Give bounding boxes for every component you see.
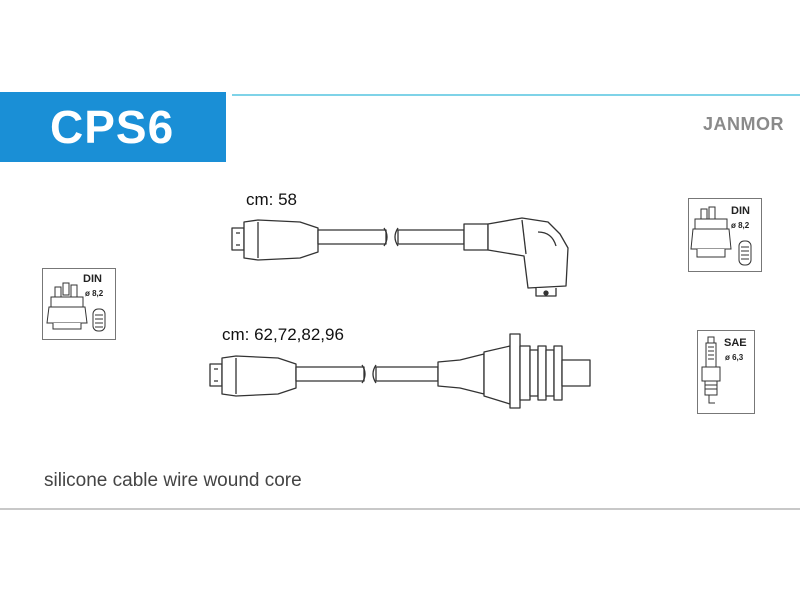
product-code-banner [0, 92, 226, 162]
cable-1-wire-left [317, 229, 387, 245]
brand-name: JANMOR [702, 114, 784, 134]
cable-2-length-label: cm: 62,72,82,96 [222, 325, 344, 344]
footer-divider [0, 508, 800, 510]
cable-2-boot-body [483, 345, 511, 405]
distributor-cap-icon [54, 286, 62, 298]
cable-2-terminal-right [561, 359, 591, 387]
coil-spring-icon [92, 308, 106, 332]
spark-plug-connector-badge: SAE ø 6,3 [697, 330, 755, 414]
cable-2-flange [509, 333, 521, 409]
cable-2-taper [437, 353, 485, 395]
coil-diameter: ø 8,2 [731, 221, 750, 230]
coil-spring-icon [738, 240, 752, 266]
cable-1-length-label: cm: 58 [246, 190, 298, 209]
cable-2-boot-left [221, 355, 297, 397]
cable-1 [231, 217, 569, 297]
cable-1-angled-boot [487, 217, 569, 289]
product-description: silicone cable wire wound core [44, 470, 302, 491]
cable-2 [209, 333, 591, 409]
header-divider [232, 94, 800, 96]
cable-1-collar [463, 223, 489, 251]
product-code: CPS6 [50, 101, 175, 153]
coil-connector-badge: DIN ø 8,2 [688, 198, 762, 272]
distributor-diameter: ø 8,2 [85, 289, 104, 298]
cable-2-wire-right [375, 366, 439, 382]
distributor-standard: DIN [83, 273, 102, 285]
cable-2-terminal-left [209, 363, 223, 387]
cable-1-boot-left [243, 219, 319, 261]
cable-1-terminal-left [231, 227, 245, 251]
distributor-connector-badge: DIN ø 8,2 [42, 268, 116, 340]
distributor-cap-icon [700, 208, 708, 220]
cable-1-wire-right [397, 229, 465, 245]
spark-plug-diameter: ø 6,3 [725, 353, 744, 362]
spark-plug-icon [707, 336, 715, 344]
spark-plug-standard: SAE [724, 337, 747, 349]
coil-standard: DIN [731, 205, 750, 217]
cable-2-wire-left [295, 366, 365, 382]
